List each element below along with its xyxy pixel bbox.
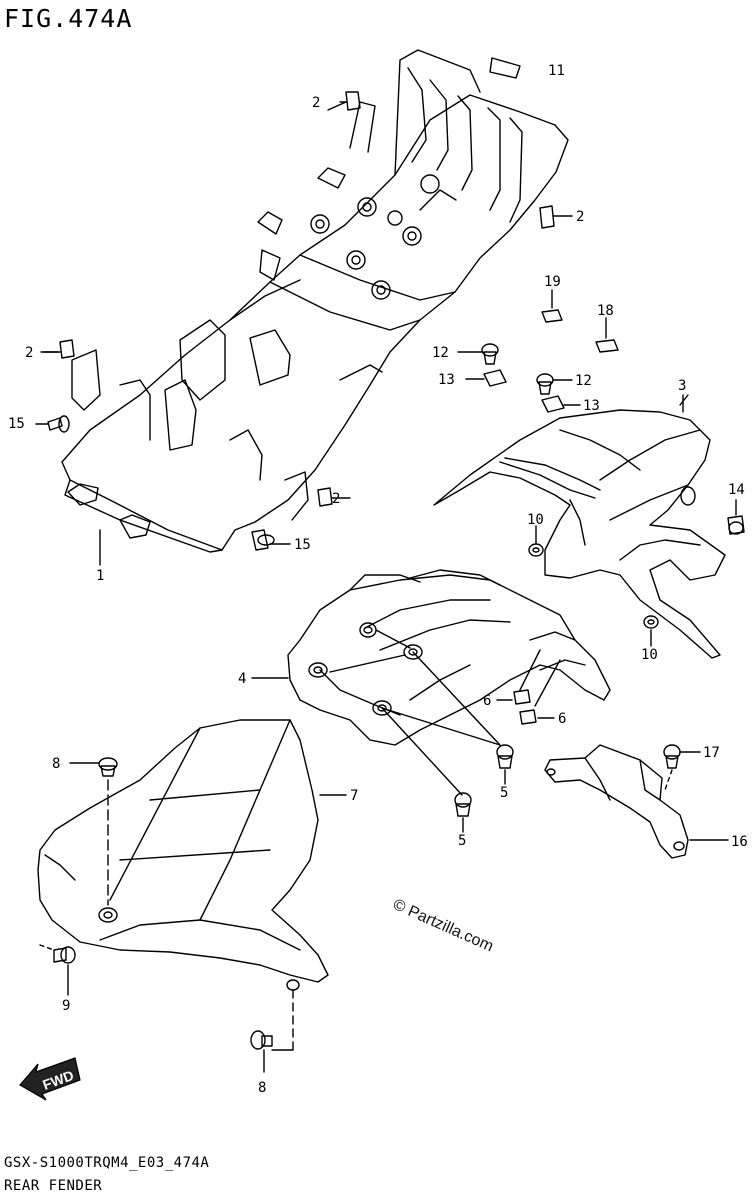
watermark-text: © Partzilla.com <box>390 896 495 955</box>
callout-15-left: 15 <box>8 416 25 432</box>
figure-code: GSX-S1000TRQM4_E03_474A <box>4 1155 210 1171</box>
part-13-clip-left <box>465 369 507 387</box>
callout-labels: 11 2 2 2 2 19 18 12 13 12 13 3 14 10 10 … <box>8 63 748 1096</box>
callout-19: 19 <box>544 274 561 290</box>
part-5-nut-b <box>454 792 472 833</box>
figure-name: REAR FENDER <box>4 1178 103 1194</box>
fwd-arrow-icon: FWD <box>19 1057 81 1101</box>
part-19-nut-plate <box>541 289 563 323</box>
part-13-clip-right <box>541 395 581 413</box>
figure-title: FIG.474A <box>4 4 133 33</box>
part-10-grommet-upper <box>528 525 544 557</box>
callout-8-bottom: 8 <box>258 1080 266 1096</box>
callout-2-top: 2 <box>312 95 320 111</box>
part-15-bolt-lower <box>251 529 291 551</box>
callout-11: 11 <box>548 63 565 79</box>
callout-10-lower: 10 <box>641 647 658 663</box>
callout-16: 16 <box>731 834 748 850</box>
callout-6-b: 6 <box>558 711 566 727</box>
callout-2-lower: 2 <box>332 491 340 507</box>
part-1-rear-fender-frame <box>61 49 569 553</box>
callout-13-right: 13 <box>583 398 600 414</box>
part-6-screw-a <box>496 689 531 705</box>
part-8-bolt-bottom <box>250 1030 273 1073</box>
callout-2-left: 2 <box>25 345 33 361</box>
part-8-bolt-top <box>69 757 118 906</box>
part-18-nut-plate <box>595 317 619 353</box>
part-15-bolt-left <box>35 415 70 433</box>
callout-15-lower: 15 <box>294 537 311 553</box>
callout-2-right: 2 <box>576 209 584 225</box>
callout-17: 17 <box>703 745 720 761</box>
callout-12-left: 12 <box>432 345 449 361</box>
part-4-inner-mudguard <box>287 569 611 796</box>
part-2-clip-right <box>539 205 573 229</box>
callout-5-b: 5 <box>458 833 466 849</box>
callout-8-top: 8 <box>52 756 60 772</box>
part-6-screw-b <box>519 709 555 725</box>
callout-6-a: 6 <box>483 693 491 709</box>
part-17-bolt <box>663 744 701 791</box>
callout-18: 18 <box>597 303 614 319</box>
part-2-clip-lower <box>317 487 351 507</box>
part-2-clip-left <box>43 339 75 359</box>
part-10-grommet-lower <box>643 615 659 647</box>
callout-13-left: 13 <box>438 372 455 388</box>
part-3-tail-cover <box>433 394 726 659</box>
part-12-screw-left <box>457 343 499 365</box>
part-12-screw-right <box>536 373 573 395</box>
part-2-clip-top <box>339 91 361 111</box>
callout-10-upper: 10 <box>527 512 544 528</box>
callout-14: 14 <box>728 482 745 498</box>
callout-1: 1 <box>96 568 104 584</box>
callout-12-right: 12 <box>575 373 592 389</box>
callout-3: 3 <box>678 378 686 394</box>
callout-4: 4 <box>238 671 246 687</box>
callout-9: 9 <box>62 998 70 1014</box>
part-16-bracket <box>544 744 729 859</box>
part-7-rear-cover <box>37 719 347 1051</box>
part-14-bolt <box>727 499 745 535</box>
callout-7: 7 <box>350 788 358 804</box>
callout-5-a: 5 <box>500 785 508 801</box>
part-9-bolt <box>39 944 76 996</box>
part-5-nut-a <box>496 744 514 785</box>
